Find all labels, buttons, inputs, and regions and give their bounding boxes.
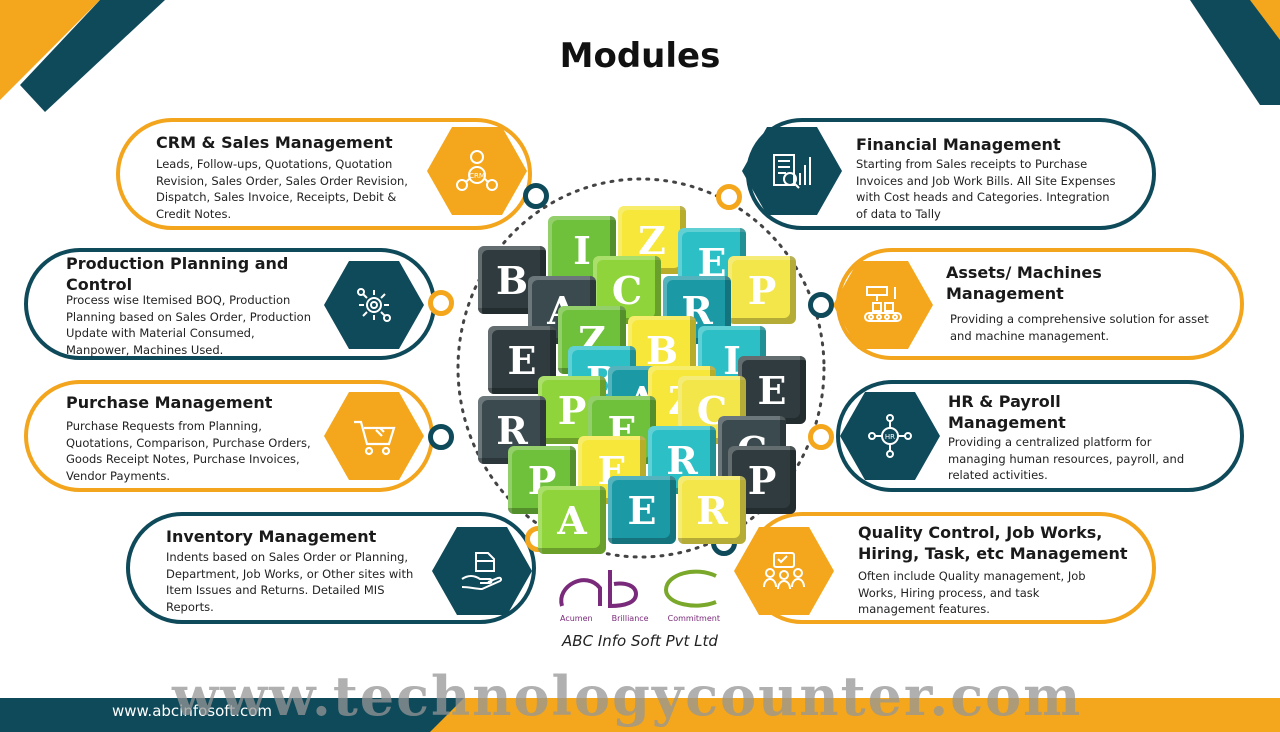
connector-ring — [808, 292, 834, 318]
production-module-title: Production Planning and Control — [66, 254, 289, 294]
hr-module-description: Providing a centralized platform for man… — [948, 435, 1185, 482]
financial-module-title: Financial Management — [856, 135, 1061, 154]
corner-decoration-right — [1190, 0, 1280, 105]
svg-text:HR: HR — [885, 433, 895, 441]
dotted-circle — [456, 177, 826, 559]
financial-module-description: Starting from Sales receipts to Purchase… — [856, 157, 1116, 221]
connector-ring — [523, 183, 549, 209]
tagline-word: Commitment — [667, 614, 720, 623]
inventory-module-description: Indents based on Sales Order or Planning… — [166, 550, 414, 614]
footer-website-link[interactable]: www.abcinfosoft.com — [112, 702, 272, 720]
biz-cube-graphic: BIZEACRPEZBIRPACEPERCAERPEZB — [478, 206, 808, 554]
production-module-description: Process wise Itemised BOQ, Production Pl… — [66, 293, 311, 357]
assets-module-title: Assets/ Machines Management — [946, 263, 1102, 303]
assets-module-description: Providing a comprehensive solution for a… — [950, 312, 1209, 343]
box-hand-icon — [432, 527, 532, 615]
purchase-module-title: Purchase Management — [66, 393, 273, 412]
cube-letter-tile: P — [728, 256, 796, 324]
watermark-text: www.technologycounter.com — [172, 664, 1083, 728]
connector-ring — [428, 290, 454, 316]
tagline-word: Acumen — [560, 614, 593, 623]
quality-team-icon — [734, 527, 834, 615]
crm-module-description: Leads, Follow-ups, Quotations, Quotation… — [156, 157, 408, 221]
purchase-module-description: Purchase Requests from Planning, Quotati… — [66, 419, 311, 483]
connector-ring — [808, 424, 834, 450]
crm-module-title: CRM & Sales Management — [156, 133, 393, 152]
abc-logo-mark — [559, 569, 717, 609]
company-name: ABC Info Soft Pvt Ltd — [562, 632, 718, 650]
connector-ring — [428, 424, 454, 450]
finance-report-icon — [742, 127, 842, 215]
corner-decoration-left — [0, 0, 165, 112]
svg-text:CRM: CRM — [469, 172, 485, 180]
quality-module-description: Often include Quality management, Job Wo… — [858, 569, 1086, 616]
conveyor-machine-icon — [833, 261, 933, 349]
hr-module-title: HR & Payroll Management — [948, 392, 1066, 432]
page-title: Modules — [559, 36, 721, 76]
connector-ring — [716, 184, 742, 210]
abc-tagline: Acumen Brilliance Commitment — [560, 614, 720, 623]
cube-letter-tile: R — [678, 476, 746, 544]
hr-network-icon: HR — [840, 392, 940, 480]
cube-letter-tile: P — [728, 446, 796, 514]
inventory-module-title: Inventory Management — [166, 527, 377, 546]
cube-letter-tile: A — [538, 486, 606, 554]
cube-letter-tile: E — [738, 356, 806, 424]
cube-letter-tile: E — [608, 476, 676, 544]
footer-accent — [430, 698, 1280, 732]
quality-module-title: Quality Control, Job Works, Hiring, Task… — [858, 523, 1128, 563]
tagline-word: Brilliance — [611, 614, 649, 623]
